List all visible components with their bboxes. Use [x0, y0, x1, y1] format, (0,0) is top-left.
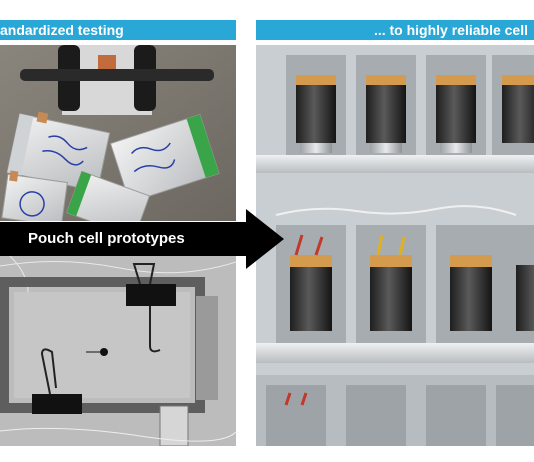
banner-label: Pouch cell prototypes: [28, 230, 185, 247]
arrow-right-icon: [246, 209, 284, 269]
left-header-bar: Standardized testing: [0, 20, 236, 40]
pouch-cells-illustration: [0, 45, 236, 221]
pouch-cell-banner: Pouch cell prototypes: [0, 222, 246, 256]
left-header-text: Standardized testing: [0, 22, 124, 38]
test-rack-illustration: [256, 45, 534, 446]
cell-xray-photo: [0, 256, 236, 446]
cell-xray-illustration: [0, 256, 236, 446]
right-header-bar: ... to highly reliable cell: [256, 20, 534, 40]
pouch-cells-photo: [0, 45, 236, 221]
test-rack-photo: [256, 45, 534, 446]
right-header-text: ... to highly reliable cell: [373, 22, 528, 38]
